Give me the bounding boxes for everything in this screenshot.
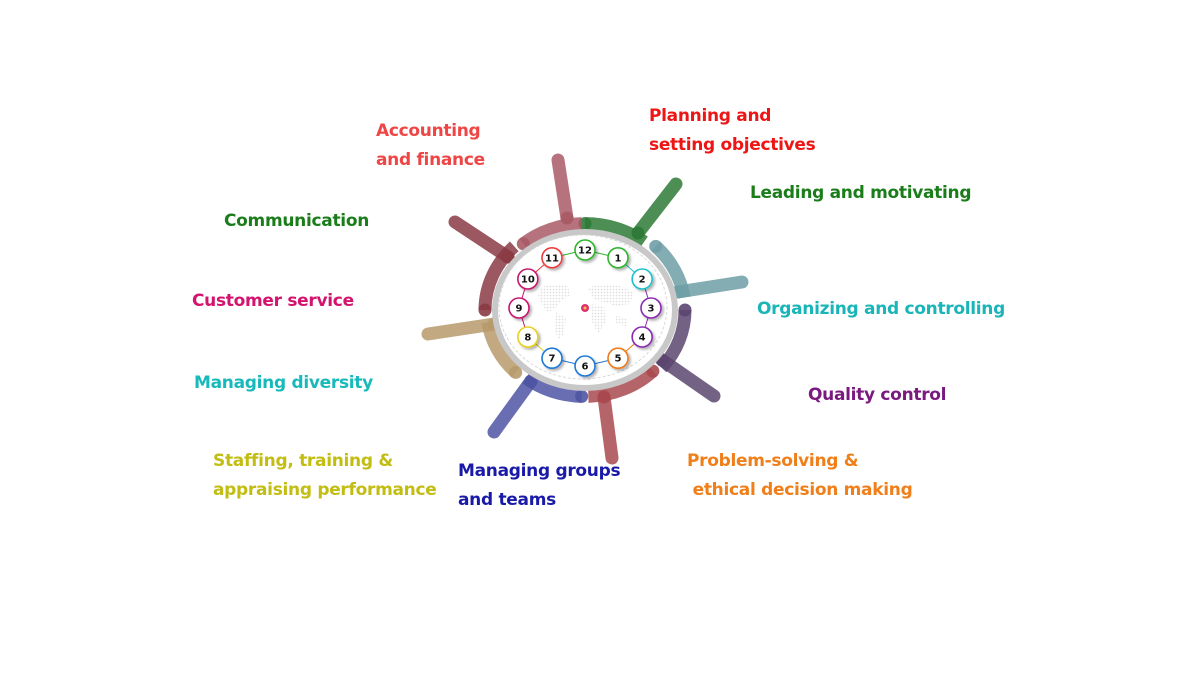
clock-node-number: 4 — [639, 333, 646, 344]
label-diversity: Managing diversity — [194, 369, 373, 398]
clock-node-3: 3 — [640, 297, 662, 319]
clock-node-1: 1 — [607, 246, 629, 269]
center-dot-core — [583, 306, 587, 310]
clock-node-number: 3 — [648, 304, 655, 315]
clock-node-number: 11 — [545, 253, 559, 264]
label-line: and teams — [458, 490, 556, 510]
clock-node-number: 5 — [615, 354, 622, 365]
clock-node-number: 6 — [582, 362, 589, 373]
label-line: Problem-solving & — [687, 451, 859, 471]
spoke-staffing — [421, 317, 501, 341]
spoke-quality — [655, 353, 721, 403]
label-leading: Leading and motivating — [750, 179, 972, 208]
arc-joint — [631, 226, 645, 240]
label-line: setting objectives — [649, 135, 816, 155]
clock-node-11: 11 — [541, 246, 563, 269]
label-line: Managing groups — [458, 461, 621, 481]
label-line: Quality control — [808, 385, 947, 405]
clock-node-6: 6 — [574, 355, 596, 377]
label-line: Planning and — [649, 106, 772, 126]
label-groups: Managing groups and teams — [458, 457, 621, 515]
arc-joint — [509, 365, 523, 379]
label-line: and finance — [376, 150, 485, 170]
arc-joint — [478, 303, 492, 317]
world-map-icon — [538, 284, 634, 340]
label-line: Leading and motivating — [750, 183, 972, 203]
clock-node-circle — [541, 246, 563, 269]
label-accounting: Accounting and finance — [376, 117, 485, 175]
clock-node-10: 10 — [517, 268, 539, 290]
label-staffing: Staffing, training & appraising performan… — [213, 447, 437, 505]
clock-node-circle — [607, 347, 629, 370]
clock-node-12: 12 — [574, 239, 596, 261]
clock-node-number: 9 — [516, 304, 523, 315]
clock-node-8: 8 — [517, 326, 539, 348]
clock-node-number: 10 — [521, 275, 535, 286]
arc-joint — [560, 211, 574, 225]
clock-node-circle — [508, 297, 530, 319]
clock-node-circle — [631, 326, 653, 348]
spoke-groups — [487, 374, 538, 439]
clock-node-4: 4 — [631, 326, 653, 348]
clock-node-circle — [607, 246, 629, 269]
clock-node-number: 12 — [578, 246, 592, 257]
arc-joint — [678, 303, 692, 317]
arc-joint — [649, 239, 663, 253]
clock-node-number: 1 — [615, 253, 622, 264]
spoke-problem — [597, 390, 619, 465]
label-line: Managing diversity — [194, 373, 373, 393]
label-line: Accounting — [376, 121, 481, 141]
clock-node-number: 7 — [549, 354, 556, 365]
label-line: Staffing, training & — [213, 451, 393, 471]
label-line: Communication — [224, 211, 369, 231]
clock-node-5: 5 — [607, 347, 629, 370]
clock-face — [492, 229, 678, 391]
label-customer: Customer service — [192, 287, 354, 316]
label-line: ethical decision making — [687, 480, 913, 500]
arc-joint — [501, 250, 515, 264]
label-problem: Problem-solving & ethical decision makin… — [687, 447, 913, 505]
arc-joint — [597, 390, 611, 404]
arc-joint — [575, 389, 589, 403]
label-planning: Planning and setting objectives — [649, 102, 816, 160]
clock-node-circle — [517, 268, 539, 290]
clock-node-circle — [631, 268, 653, 290]
label-line: appraising performance — [213, 480, 437, 500]
clock-node-circle — [640, 297, 662, 319]
clock-node-circle — [541, 347, 563, 370]
clock-node-circle — [574, 239, 596, 261]
spoke-organizing — [671, 275, 749, 299]
spoke-customer — [448, 215, 515, 264]
clock-node-number: 8 — [524, 333, 531, 344]
clock-node-7: 7 — [541, 347, 563, 370]
label-line: Organizing and controlling — [757, 299, 1005, 319]
clock-node-9: 9 — [508, 297, 530, 319]
label-communication: Communication — [224, 207, 369, 236]
clock-node-number: 2 — [639, 275, 646, 286]
clock-node-circle — [574, 355, 596, 377]
clock-node-circle — [517, 326, 539, 348]
label-line: Customer service — [192, 291, 354, 311]
label-organizing: Organizing and controlling — [757, 295, 1005, 324]
label-quality: Quality control — [808, 381, 946, 410]
clock-node-2: 2 — [631, 268, 653, 290]
spoke-planning — [631, 177, 683, 240]
arc-segments — [421, 153, 749, 465]
spoke-accounting — [551, 153, 574, 225]
